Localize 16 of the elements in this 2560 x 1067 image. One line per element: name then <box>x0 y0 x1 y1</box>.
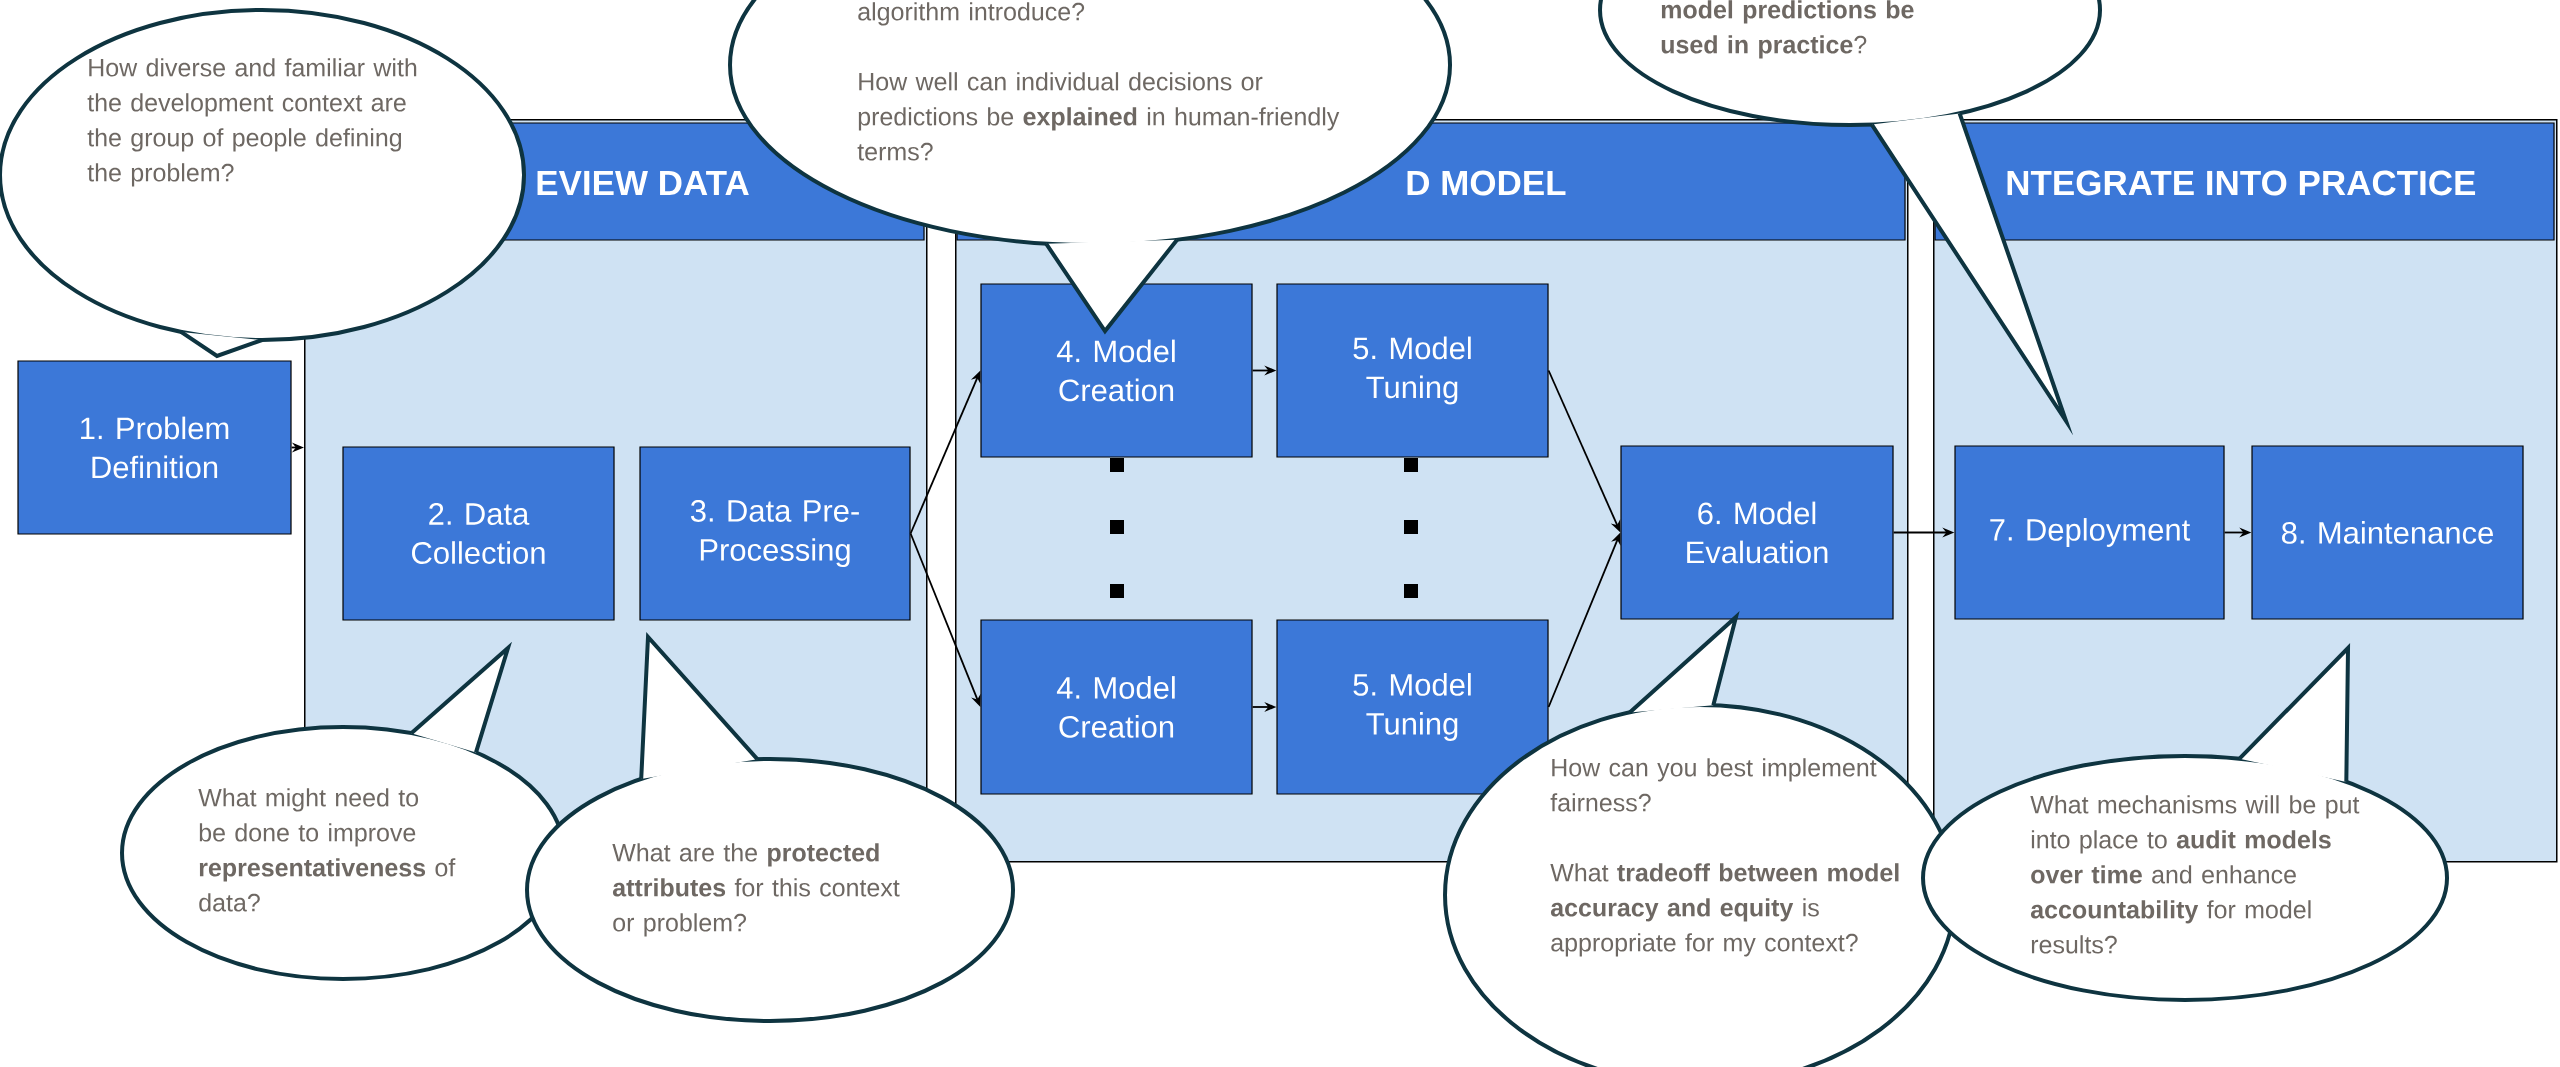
process-box: 4. Model Creation <box>980 283 1253 458</box>
speech-bubble: What might need to be done to improve representativeness of data? <box>120 641 566 981</box>
process-box: 5. Model Tuning <box>1276 283 1549 458</box>
speech-bubble: How diverse and familiar with the development context are the group of people defining the problem? <box>0 8 526 359</box>
process-box: 8. Maintenance <box>2251 445 2524 620</box>
speech-bubble: What mechanisms will be put into place to audit models over time and enhance accountability for model results? <box>1921 643 2449 1002</box>
process-box: 7. Deployment <box>1954 445 2225 620</box>
process-box: 3. Data Pre-Processing <box>639 446 911 621</box>
process-box: 5. Model Tuning <box>1276 619 1549 795</box>
process-box: 2. Data Collection <box>342 446 615 621</box>
process-box: 4. Model Creation <box>980 619 1253 795</box>
process-box: 6. Model Evaluation <box>1620 445 1894 620</box>
node-label: How can you best implement fairness? <box>1550 758 1877 812</box>
process-box: 1. Problem Definition <box>17 360 292 535</box>
node-label: What tradeoff between model accuracy and equity is appropriate for my context? <box>1550 863 1899 957</box>
speech-bubble: What are the protected attributes for this context or problem? <box>525 632 1015 1023</box>
